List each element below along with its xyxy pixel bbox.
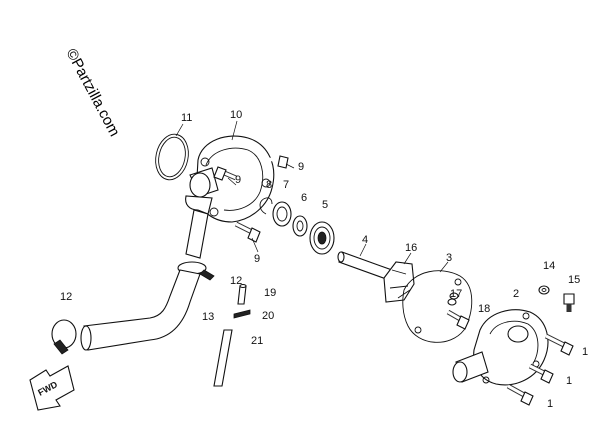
mechanical-seal-part [309,221,335,255]
forward-arrow-icon: FWD [29,365,75,411]
pump-cover-part [185,135,275,259]
cover-bolt-lower [234,221,261,243]
callout-14: 14 [543,260,555,272]
coolant-hose-part [80,269,201,351]
callout-11: 11 [181,112,192,124]
drain-bolt-part [563,293,575,312]
callout-12-lower: 12 [60,291,72,303]
callout-1-c: 1 [547,398,553,410]
housing-bolt-1c [506,383,534,406]
callout-12-upper: 12 [230,275,242,287]
o-ring-part [155,133,189,181]
callout-3: 3 [446,252,452,264]
circlip-part [259,197,273,215]
housing-bolt-1a [544,333,574,356]
callout-2: 2 [513,288,519,300]
pump-housing-part [452,309,549,386]
bypass-tube-part [213,329,233,387]
callout-1-a: 1 [582,346,588,358]
callout-9-middle: 9 [235,174,241,186]
cover-bolt-middle [213,166,237,181]
spring-clip-part [233,309,251,319]
callout-13: 13 [202,311,214,323]
callout-21: 21 [251,335,263,347]
callout-9-upper: 9 [298,161,304,173]
callout-5: 5 [322,199,328,211]
watermark-text: ©Partzilla.com [62,46,123,140]
callout-16: 16 [405,242,417,254]
housing-bolt-small [446,309,470,330]
callout-19: 19 [264,287,276,299]
housing-bolt-1b [528,363,554,384]
callout-labels: 11 10 9 9 9 8 7 6 5 4 16 3 12 19 12 13 2… [60,109,588,410]
callout-1-b: 1 [566,375,572,387]
breather-pin-part [237,283,247,305]
callout-20: 20 [262,310,274,322]
callout-17: 17 [450,288,462,300]
sealing-washer-part [538,285,550,295]
cover-bolt-upper [257,154,289,169]
dowel-pin-part [447,292,459,306]
callout-4: 4 [362,234,368,246]
callout-10: 10 [230,109,242,121]
bearing-part [272,201,292,227]
callout-15: 15 [568,274,580,286]
callout-6: 6 [301,192,307,204]
callout-7: 7 [283,179,289,191]
impeller-shaft-part [337,251,393,281]
callout-9-lower: 9 [254,253,260,265]
callout-18: 18 [478,303,490,315]
washer-part [292,215,308,237]
leader-lines [175,120,449,273]
hose-clamp-lower [51,319,77,355]
impeller-part [383,261,415,303]
callout-8: 8 [266,179,272,191]
